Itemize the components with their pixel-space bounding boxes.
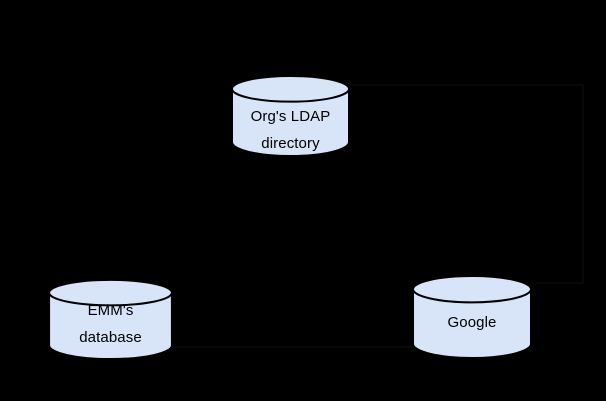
node-label-line: directory	[261, 135, 320, 152]
node-label-line: Org's LDAP	[250, 108, 331, 125]
node-label-line: database	[79, 329, 142, 346]
db-cylinder-emms-database: EMM's database	[48, 278, 173, 360]
database-cylinder-icon	[412, 275, 532, 359]
node-label: EMM's database	[48, 297, 173, 351]
node-label-line: Google	[447, 314, 497, 331]
db-cylinder-google: Google	[412, 274, 532, 359]
connector-ldap-to-google	[350, 84, 584, 284]
node-label: Org's LDAP directory	[231, 103, 350, 157]
node-label: Google	[412, 309, 532, 336]
node-label-line: EMM's	[87, 302, 134, 319]
database-cylinder-icon	[231, 74, 350, 157]
db-cylinder-orgs-ldap-directory: Org's LDAP directory	[231, 74, 350, 157]
database-cylinder-icon	[48, 278, 173, 360]
